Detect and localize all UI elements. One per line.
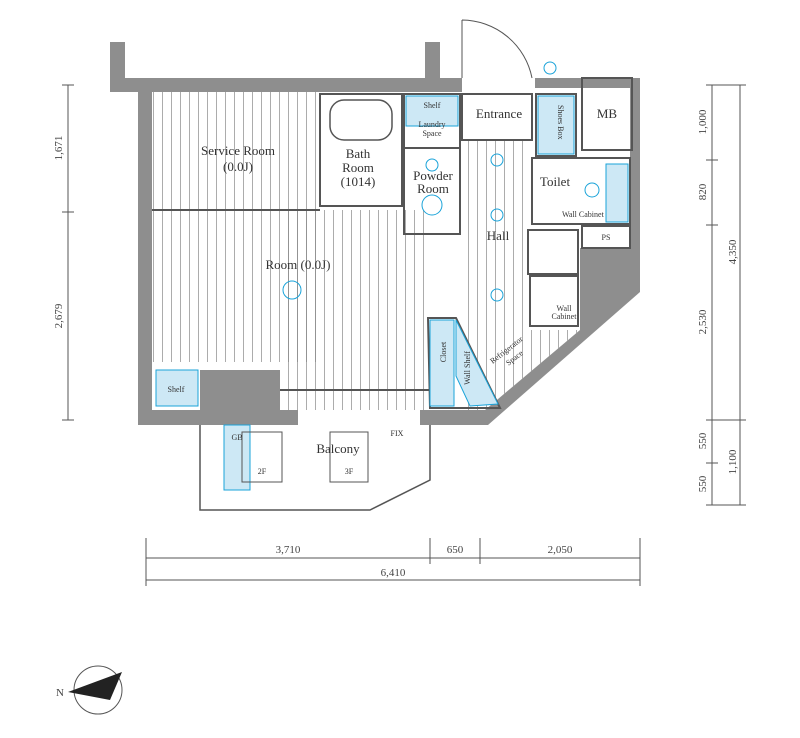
- label-room: Room (0.0J): [266, 257, 331, 272]
- room-floor: [280, 210, 430, 410]
- dim-bottom-1: 3,710: [276, 544, 301, 556]
- label-ps: PS: [602, 233, 611, 242]
- label-fix: FIX: [391, 429, 404, 438]
- bathtub-icon: [329, 99, 393, 141]
- label-hall: Hall: [487, 228, 510, 243]
- dim-bottom-2: 650: [447, 544, 464, 556]
- label-bath-3: (1014): [341, 174, 376, 189]
- dimension-lines: [62, 84, 746, 586]
- dim-right-1: 1,000: [697, 109, 709, 134]
- label-service-room: Service Room: [201, 143, 275, 158]
- label-wall-cabinet: Wall Cabinet: [562, 210, 605, 219]
- label-bath-1: Bath: [346, 146, 371, 161]
- dim-right-4: 550: [697, 432, 709, 449]
- label-toilet: Toilet: [540, 174, 571, 189]
- dim-bottom-3: 2,050: [548, 544, 573, 556]
- label-kitchen-cabinet: Cabinet: [552, 312, 578, 321]
- label-balcony: Balcony: [316, 441, 360, 456]
- label-closet: Closet: [439, 341, 448, 362]
- label-mb: MB: [597, 106, 618, 121]
- ladder-hatch-icon: [241, 431, 369, 483]
- entrance-door: [461, 19, 533, 79]
- balcony-outline: [199, 425, 431, 511]
- walls: [110, 42, 640, 425]
- dim-bottom-total: 6,410: [381, 567, 406, 579]
- interior-walls: [152, 77, 633, 409]
- label-shelf-laundry: Shelf: [424, 101, 441, 110]
- dim-right-5: 550: [697, 475, 709, 492]
- compass-north-label: N: [56, 687, 64, 699]
- dim-right-3: 2,530: [697, 309, 709, 334]
- dim-right-total: 4,350: [727, 239, 739, 264]
- label-wall-shelf: Wall Shelf: [463, 351, 472, 385]
- dim-left-top: 1,671: [53, 136, 65, 161]
- hall-floor: [460, 140, 580, 410]
- label-bath-2: Room: [342, 160, 374, 175]
- label-powder-1: Powder: [413, 168, 453, 183]
- label-gb: GB: [231, 433, 242, 442]
- label-shelf-room: Shelf: [168, 385, 185, 394]
- label-laundry-2: Space: [422, 129, 442, 138]
- compass-icon: N: [56, 665, 123, 715]
- label-laundry-1: Laundry: [418, 120, 445, 129]
- label-3f: 3F: [345, 467, 354, 476]
- dim-left-bottom: 2,679: [53, 303, 65, 328]
- dim-right-2: 820: [697, 183, 709, 200]
- label-kitchen-wall: Wall: [557, 304, 573, 313]
- label-shoes-box: Shoes Box: [556, 105, 565, 139]
- label-2f: 2F: [258, 467, 267, 476]
- label-powder-2: Room: [417, 181, 449, 196]
- fixtures: [155, 61, 629, 491]
- label-service-room-size: (0.0J): [223, 159, 253, 174]
- dim-right-balcony: 1,100: [727, 449, 739, 474]
- label-entrance: Entrance: [476, 106, 522, 121]
